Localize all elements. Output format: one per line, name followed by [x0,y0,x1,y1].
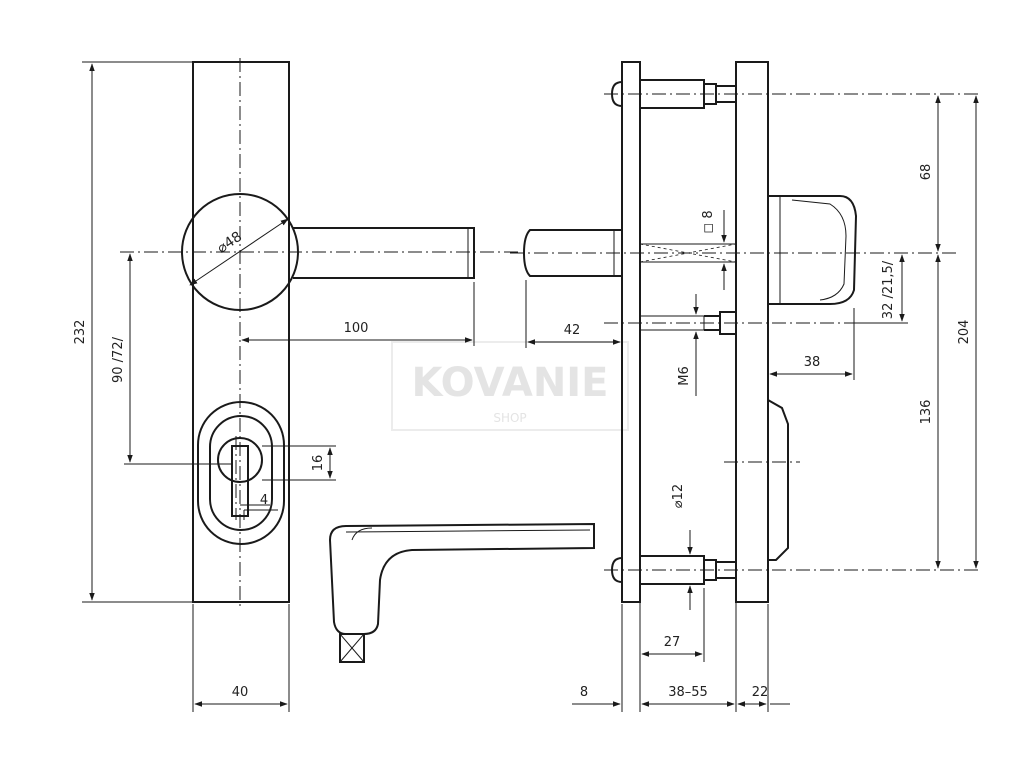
front-view: 232 90 /72/ ⌀48 100 16 4 40 [73,58,520,712]
dim-key-width: 4 [260,493,268,508]
dim-outer-plate: 22 [752,685,769,700]
watermark: KOVANIE SHOP [391,341,629,431]
inner-plate [621,61,641,603]
dim-inner-plate: 8 [580,685,588,700]
dim-cap-depth: 38 [804,355,821,370]
dim-pin-diameter: ⌀12 [671,484,686,508]
dim-plate-height: 232 [73,320,88,345]
dim-pin-length: 27 [664,635,681,650]
dim-upper-spacing: 68 [919,164,934,181]
lever-handle-sketch [328,522,595,663]
dim-spindle-offset: 32 /21,5/ [881,260,896,319]
dim-lever-length: 100 [344,321,369,336]
dim-screw-thread: M6 [677,366,692,386]
escutcheon-plate [192,61,290,603]
dim-door-thickness: 38–55 [668,685,708,700]
dim-key-height: 16 [311,455,326,472]
dim-center-distance: 90 /72/ [111,336,126,383]
watermark-brand: KOVANIE [411,360,608,406]
side-view: 42 ◻ 8 M6 38 32 /21,5/ 68 136 204 ⌀12 [510,61,980,712]
rosette-circle [181,193,299,311]
dim-lower-spacing: 136 [919,400,934,425]
dim-plate-width: 40 [232,685,249,700]
watermark-sub: SHOP [493,411,526,425]
outer-plate [735,61,769,603]
dim-inner-lever: 42 [564,323,581,338]
key-escutcheon [197,401,285,545]
dim-spindle-square: ◻ 8 [701,210,716,233]
key-hole [217,437,263,483]
dim-total-spacing: 204 [957,320,972,345]
